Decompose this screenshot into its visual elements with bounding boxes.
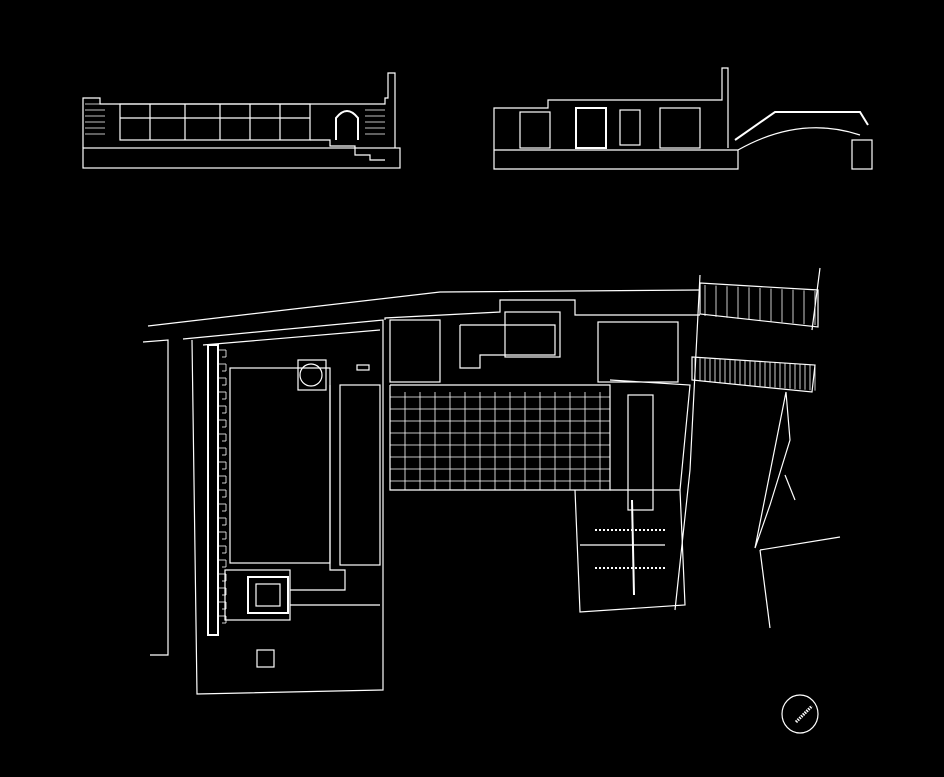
circular-pavilion-frame [297, 359, 327, 391]
section-left-outline [82, 72, 396, 148]
east-wing [609, 379, 691, 491]
section-left-arch [335, 110, 359, 140]
south-east-block [574, 489, 686, 613]
north-east-rooms [597, 321, 679, 383]
well-square [256, 649, 275, 668]
section-right [493, 67, 873, 170]
south-bridge-steps [694, 358, 816, 391]
section-left [82, 72, 401, 169]
section-right-stair [575, 107, 607, 149]
south-bridge [691, 356, 816, 393]
section-right-bridge-pier [851, 139, 873, 170]
main-hall [389, 384, 611, 491]
circular-pavilion [299, 363, 323, 387]
north-arrow-icon [781, 694, 819, 734]
meander-pattern [218, 349, 227, 624]
site-boundary-north [147, 289, 701, 327]
section-right-bridge-arch [737, 127, 861, 151]
north-building-wall [384, 299, 700, 320]
gondola-boat [754, 391, 791, 549]
section-right-outline [493, 67, 729, 150]
site-plan [142, 267, 841, 695]
meander-wall [207, 344, 219, 636]
north-bridge [699, 282, 819, 328]
courtyard-garden [229, 367, 331, 564]
canal-edge-west [674, 274, 701, 611]
north-west-rooms [389, 319, 441, 383]
site-boundary-west [142, 339, 169, 656]
section-right-bridge-deck [734, 111, 869, 141]
courtyard-outer-wall [182, 319, 384, 695]
north-central-rooms [459, 324, 556, 369]
section-left-masonry-hatch [85, 103, 385, 135]
section-right-base [493, 149, 739, 170]
section-left-base [82, 147, 401, 169]
west-wing [339, 384, 381, 566]
main-hall-grid [390, 392, 610, 490]
section-left-steps [310, 139, 385, 161]
square-pavilion [224, 569, 291, 621]
north-bridge-steps [704, 285, 816, 325]
section-left-hall [119, 103, 311, 141]
